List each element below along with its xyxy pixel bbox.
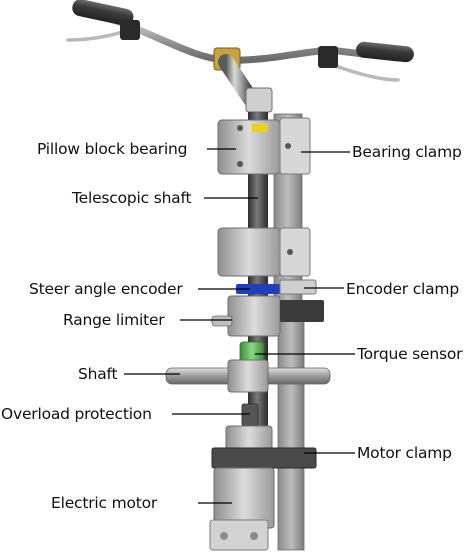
label-shaft: Shaft xyxy=(78,365,118,383)
right-brake-lever xyxy=(328,62,400,82)
label-pillow-block-bearing: Pillow block bearing xyxy=(37,140,188,158)
range-limiter-pin xyxy=(211,315,233,327)
bolt xyxy=(287,249,293,255)
label-encoder-clamp: Encoder clamp xyxy=(346,280,459,298)
dark-bracket xyxy=(280,300,324,322)
overload-protection-group xyxy=(225,403,273,453)
label-overload-protection: Overload protection xyxy=(1,405,152,423)
bolt xyxy=(220,532,228,540)
encoder-group xyxy=(236,279,317,295)
label-steer-angle-encoder: Steer angle encoder xyxy=(29,280,183,298)
right-grip xyxy=(356,41,414,63)
label-electric-motor: Electric motor xyxy=(51,494,158,512)
left-brake-lever xyxy=(66,28,130,42)
shaft-hub xyxy=(227,359,269,393)
label-motor-clamp: Motor clamp xyxy=(357,444,452,462)
range-limiter-block xyxy=(227,295,281,337)
leader-lines xyxy=(124,148,355,504)
encoder-clamp xyxy=(279,279,317,295)
left-lever-mount xyxy=(120,20,140,40)
bearing-clamp xyxy=(279,117,311,175)
motor-group xyxy=(209,447,317,551)
label-torque-sensor: Torque sensor xyxy=(357,345,463,363)
steer-angle-encoder-ring xyxy=(236,284,280,294)
left-grip xyxy=(72,0,134,26)
pillow-block-bearing xyxy=(217,119,281,175)
motor-gearhead xyxy=(209,519,269,551)
handlebar-tube xyxy=(96,12,402,64)
label-telescopic-shaft: Telescopic shaft xyxy=(72,189,192,207)
bearing-accent-ring xyxy=(252,124,268,132)
middle-bearing-group xyxy=(217,227,311,277)
stem-lower-clamp xyxy=(245,87,273,113)
bolt xyxy=(285,143,291,149)
motor-clamp xyxy=(211,447,317,469)
top-bearing-group xyxy=(217,117,311,175)
range-limiter-group xyxy=(211,295,324,337)
label-bearing-clamp: Bearing clamp xyxy=(352,143,462,161)
horizontal-shaft-group xyxy=(165,359,331,393)
handlebar xyxy=(66,0,414,113)
middle-bearing-clamp xyxy=(279,227,311,277)
column-lower xyxy=(277,303,305,551)
right-lever-mount xyxy=(318,46,338,68)
bolt xyxy=(250,532,258,540)
bolt xyxy=(237,161,243,167)
label-range-limiter: Range limiter xyxy=(63,311,165,329)
electric-motor-body xyxy=(213,467,275,529)
overload-protection-coupling xyxy=(241,403,259,427)
bolt xyxy=(237,125,243,131)
middle-bearing-block xyxy=(217,227,281,277)
